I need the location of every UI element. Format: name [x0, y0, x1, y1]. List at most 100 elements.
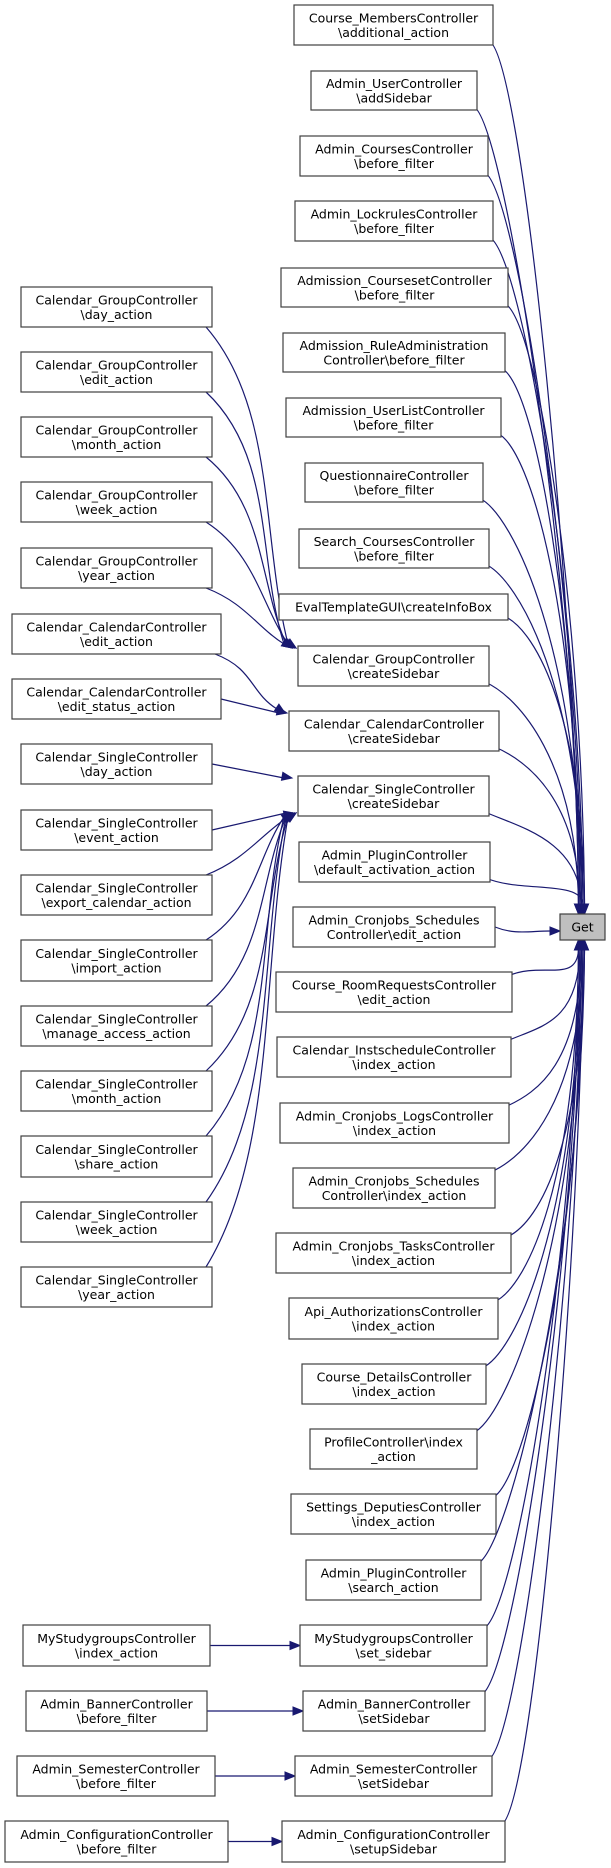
node-admin-bannercontroller-before-filter[interactable]: Admin_BannerController\before_filter	[25, 1690, 208, 1732]
node-course-memberscontroller-additional-action[interactable]: Course_MembersController\additional_acti…	[293, 4, 494, 46]
node-admission-userlistcontroller-before-filter[interactable]: Admission_UserListController\before_filt…	[285, 397, 502, 438]
node-calendar-groupcontroller-month-action[interactable]: Calendar_GroupController\month_action	[20, 416, 213, 458]
node-label-line: \search_action	[348, 1580, 438, 1595]
node-label-line: \addSidebar	[356, 90, 432, 105]
node-admin-cronjobs-logscontroller-index-action[interactable]: Admin_Cronjobs_LogsController\index_acti…	[279, 1102, 510, 1144]
node-calendar-singlecontroller-event-action[interactable]: Calendar_SingleController\event_action	[20, 809, 213, 851]
node-box	[11, 678, 222, 720]
node-label-line: \before_filter	[354, 548, 435, 563]
node-admin-usercontroller-addsidebar[interactable]: Admin_UserController\addSidebar	[310, 70, 478, 111]
node-label-line: Admin_ConfigurationController	[20, 1827, 213, 1842]
node-calendar-singlecontroller-createsidebar[interactable]: Calendar_SingleController\createSidebar	[297, 775, 490, 817]
node-label-line: Calendar_GroupController	[36, 292, 199, 307]
node-label-line: Calendar_SingleController	[35, 749, 198, 764]
edge-n29-to-get	[500, 938, 588, 1826]
node-calendar-singlecontroller-year-action[interactable]: Calendar_SingleController\year_action	[20, 1266, 213, 1308]
node-calendar-instschedulecontroller-index-action[interactable]: Calendar_InstscheduleController\index_ac…	[276, 1036, 512, 1078]
node-label-line: \edit_action	[80, 634, 153, 649]
node-box	[290, 1493, 497, 1535]
node-admin-bannercontroller-setsidebar[interactable]: Admin_BannerController\setSidebar	[302, 1690, 486, 1732]
node-box	[25, 1690, 208, 1732]
node-label-line: Search_CoursesController	[314, 534, 476, 549]
edge-line	[205, 816, 289, 1268]
node-admission-ruleadministration-controller-before-filter[interactable]: Admission_RuleAdministrationController\b…	[282, 332, 506, 373]
arrowhead	[284, 1771, 297, 1781]
node-box	[302, 1690, 486, 1732]
node-course-detailscontroller-index-action[interactable]: Course_DetailsController\index_action	[301, 1363, 487, 1405]
node-api-authorizationscontroller-index-action[interactable]: Api_AuthorizationsController\index_actio…	[288, 1297, 499, 1340]
node-mystudygroupscontroller-index-action[interactable]: MyStudygroupsController\index_action	[22, 1624, 211, 1667]
node-mystudygroupscontroller-set-sidebar[interactable]: MyStudygroupsController\set_sidebar	[299, 1624, 488, 1667]
edge-line	[480, 949, 581, 1696]
node-label-line: Controller\before_filter	[323, 352, 465, 367]
node-label-line: Calendar_SingleController	[35, 1076, 198, 1091]
node-calendar-singlecontroller-import-action[interactable]: Calendar_SingleController\import_action	[20, 939, 213, 982]
node-evaltemplategui-createinfobox[interactable]: EvalTemplateGUI\createInfoBox	[278, 593, 509, 621]
node-calendar-groupcontroller-day-action[interactable]: Calendar_GroupController\day_action	[20, 286, 213, 328]
node-label-line: \index_action	[352, 1318, 435, 1333]
node-label-line: \index_action	[352, 1253, 435, 1268]
node-admin-coursescontroller-before-filter[interactable]: Admin_CoursesController\before_filter	[299, 135, 489, 177]
edge-line	[214, 653, 278, 710]
edge-line	[507, 949, 580, 977]
node-calendar-singlecontroller-day-action[interactable]: Calendar_SingleController\day_action	[20, 743, 213, 785]
edge-n16-to-get	[507, 938, 584, 977]
node-admin-cronjobs-schedules-controller-index-action[interactable]: Admin_Cronjobs_SchedulesController\index…	[292, 1167, 496, 1209]
node-calendar-singlecontroller-month-action[interactable]: Calendar_SingleController\month_action	[20, 1070, 213, 1112]
node-calendar-calendarcontroller-edit-status-action[interactable]: Calendar_CalendarController\edit_status_…	[11, 678, 222, 720]
node-calendar-groupcontroller-createsidebar[interactable]: Calendar_GroupController\createSidebar	[297, 645, 490, 687]
node-admin-cronjobs-schedules-controller-edit-action[interactable]: Admin_Cronjobs_SchedulesController\edit_…	[292, 906, 496, 948]
node-settings-deputiescontroller-index-action[interactable]: Settings_DeputiesController\index_action	[290, 1493, 497, 1535]
node-admin-cronjobs-taskscontroller-index-action[interactable]: Admin_Cronjobs_TasksController\index_act…	[275, 1232, 512, 1274]
node-label-line: \default_activation_action	[314, 862, 475, 877]
node-calendar-singlecontroller-week-action[interactable]: Calendar_SingleController\week_action	[20, 1201, 213, 1243]
node-label-line: Calendar_SingleController	[312, 781, 475, 796]
node-admin-lockrulescontroller-before-filter[interactable]: Admin_LockrulesController\before_filter	[294, 200, 494, 242]
node-calendar-singlecontroller-share-action[interactable]: Calendar_SingleController\share_action	[20, 1135, 213, 1178]
edge-line	[205, 456, 287, 645]
node-label-line: Admin_BannerController	[40, 1696, 193, 1711]
node-admission-coursesetcontroller-before-filter[interactable]: Admission_CoursesetController\before_fil…	[280, 267, 509, 308]
node-label-line: \index_action	[353, 1123, 436, 1138]
node-label-line: \createSidebar	[348, 666, 441, 681]
node-profilecontroller-index-action[interactable]: ProfileController\index_action	[309, 1428, 478, 1470]
node-admin-semestercontroller-before-filter[interactable]: Admin_SemesterController\before_filter	[16, 1755, 216, 1797]
node-calendar-singlecontroller-export-calendar-action[interactable]: Calendar_SingleController\export_calenda…	[20, 874, 213, 916]
node-calendar-calendarcontroller-createsidebar[interactable]: Calendar_CalendarController\createSideba…	[288, 710, 500, 752]
node-calendar-groupcontroller-edit-action[interactable]: Calendar_GroupController\edit_action	[20, 351, 213, 393]
node-label-line: Admin_CoursesController	[315, 141, 474, 156]
node-admin-plugincontroller-search-action[interactable]: Admin_PluginController\search_action	[305, 1559, 482, 1601]
node-label-line: \before_filter	[354, 417, 435, 432]
node-admin-semestercontroller-setsidebar[interactable]: Admin_SemesterController\setSidebar	[294, 1755, 493, 1797]
target-node-get[interactable]: Get	[559, 913, 606, 941]
node-calendar-calendarcontroller-edit-action[interactable]: Calendar_CalendarController\edit_action	[11, 613, 222, 655]
node-box	[4, 1820, 229, 1863]
node-box	[20, 743, 213, 785]
node-box	[20, 939, 213, 982]
node-label-line: Get	[571, 920, 593, 935]
edge-line	[487, 949, 583, 1761]
node-box	[279, 1102, 510, 1144]
node-box	[304, 462, 484, 503]
node-questionnairecontroller-before-filter[interactable]: QuestionnaireController\before_filter	[304, 462, 484, 503]
arrowhead	[289, 1640, 302, 1651]
node-calendar-groupcontroller-year-action[interactable]: Calendar_GroupController\year_action	[20, 547, 213, 589]
node-label-line: Admin_PluginController	[322, 847, 469, 862]
arrowhead	[280, 771, 294, 781]
nodes-layer: Get Course_MembersController\additional_a…	[4, 4, 606, 1863]
edge-n14-to-get	[485, 877, 588, 916]
node-admin-plugincontroller-default-activation-action[interactable]: Admin_PluginController\default_activatio…	[298, 841, 491, 883]
edge-line	[211, 812, 287, 831]
node-calendar-groupcontroller-week-action[interactable]: Calendar_GroupController\week_action	[20, 481, 213, 523]
node-calendar-singlecontroller-manage-access-action[interactable]: Calendar_SingleController\manage_access_…	[20, 1005, 213, 1047]
node-box	[294, 1755, 493, 1797]
node-box	[309, 1428, 478, 1470]
node-label-line: Calendar_InstscheduleController	[293, 1042, 497, 1057]
edge-line	[205, 326, 289, 645]
node-course-roomrequestscontroller-edit-action[interactable]: Course_RoomRequestsController\edit_actio…	[275, 971, 513, 1013]
arrowhead	[549, 926, 562, 936]
node-search-coursescontroller-before-filter[interactable]: Search_CoursesController\before_filter	[298, 528, 490, 569]
node-admin-configurationcontroller-setupsidebar[interactable]: Admin_ConfigurationController\setupSideb…	[281, 1820, 506, 1863]
node-admin-configurationcontroller-before-filter[interactable]: Admin_ConfigurationController\before_fil…	[4, 1820, 229, 1863]
node-box	[20, 809, 213, 851]
